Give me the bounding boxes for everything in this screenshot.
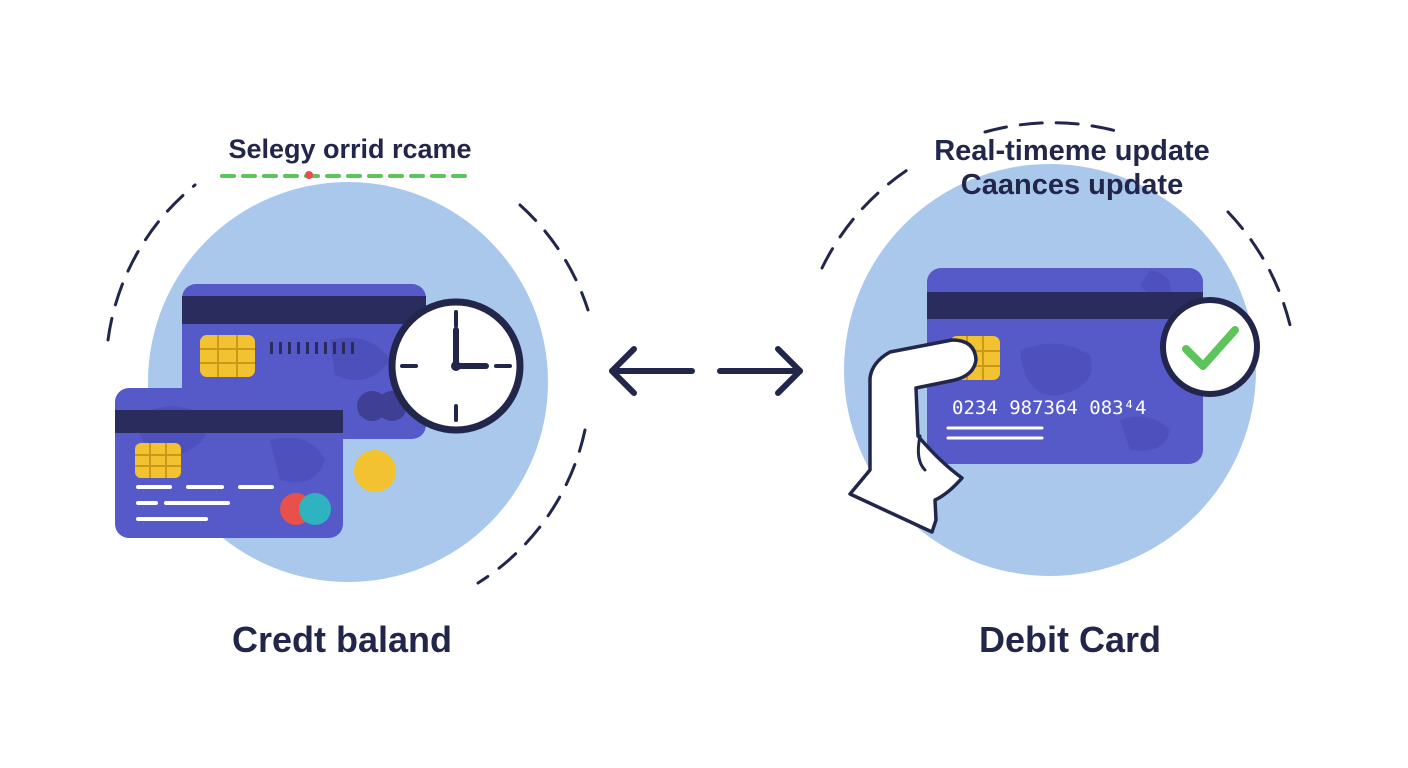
chip-icon [200, 335, 255, 377]
bidirectional-arrow [609, 346, 803, 396]
left-heading: Selegy orrid rcame [228, 134, 471, 164]
clock-icon [388, 298, 524, 434]
right-heading-line1: Real-timeme update [934, 135, 1210, 167]
hand-icon [848, 338, 978, 534]
checkmark-icon [1160, 297, 1260, 397]
debit-group: Real-timeme update Caances update 0234 9… [820, 121, 1292, 660]
left-orbit-arc-right [518, 203, 590, 312]
credit-group: Selegy orrid rcame [106, 134, 590, 660]
left-orbit-arc-bottom [476, 428, 587, 585]
left-arrow-icon [609, 346, 695, 396]
left-orbit-arc-top [106, 183, 197, 342]
right-heading-line2: Caances update [961, 169, 1183, 201]
coin-icon [354, 450, 396, 492]
left-heading-dot [305, 171, 313, 179]
right-caption: Debit Card [979, 619, 1161, 660]
right-orbit-arc-top [983, 121, 1122, 134]
credit-card-icon [115, 388, 343, 538]
left-caption: Credt baland [232, 619, 452, 660]
chip-icon [135, 443, 181, 478]
right-arrow-icon [717, 346, 803, 396]
right-orbit-arc-top-left [820, 163, 917, 270]
right-orbit-arc-right [1226, 210, 1292, 327]
debit-card-icon: 0234 987364 083⁴4 [927, 268, 1203, 464]
card-number: 0234 987364 083⁴4 [952, 397, 1146, 419]
